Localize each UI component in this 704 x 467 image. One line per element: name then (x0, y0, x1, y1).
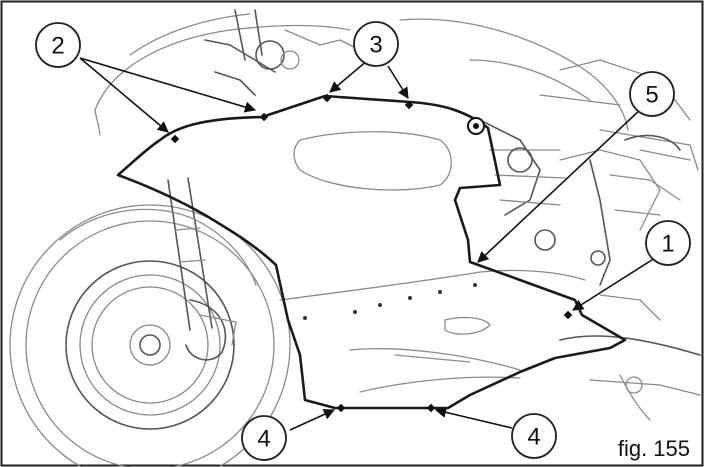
fastener-2a (170, 134, 180, 144)
leader-1 (572, 257, 656, 311)
callout-5: 5 (629, 71, 675, 117)
callout-1-label: 1 (661, 231, 674, 258)
fastener-3a (322, 93, 332, 103)
leader-3b (387, 65, 409, 99)
fastener-points (170, 93, 573, 413)
leader-2a (79, 57, 169, 133)
callout-2-label: 2 (51, 33, 64, 60)
callout-4b-label: 4 (527, 424, 540, 451)
fastener-3b (404, 100, 414, 110)
figure-caption: fig. 155 (615, 435, 692, 461)
leader-3a (329, 59, 369, 93)
leader-lines (79, 57, 656, 431)
side-fairing-outline (116, 94, 627, 410)
motorcycle-line-art (9, 9, 701, 467)
callout-4b: 4 (511, 413, 557, 459)
fastener-4a (336, 403, 346, 413)
leader-4b (434, 406, 513, 429)
leader-4a (289, 409, 336, 431)
leader-2b (79, 57, 257, 113)
callout-circles: 2 3 5 1 4 4 (35, 21, 691, 461)
callout-5-label: 5 (645, 82, 658, 109)
fastener-2b (259, 112, 269, 122)
callout-4a-label: 4 (257, 426, 270, 453)
fastener-1 (563, 310, 573, 320)
callout-3-label: 3 (369, 32, 382, 59)
callout-4a: 4 (241, 415, 287, 461)
callout-2: 2 (35, 22, 81, 68)
leader-5 (477, 107, 643, 263)
fastener-4b (426, 403, 436, 413)
fastener-5-center (473, 123, 479, 129)
callout-1: 1 (645, 220, 691, 266)
callout-3: 3 (353, 21, 399, 67)
